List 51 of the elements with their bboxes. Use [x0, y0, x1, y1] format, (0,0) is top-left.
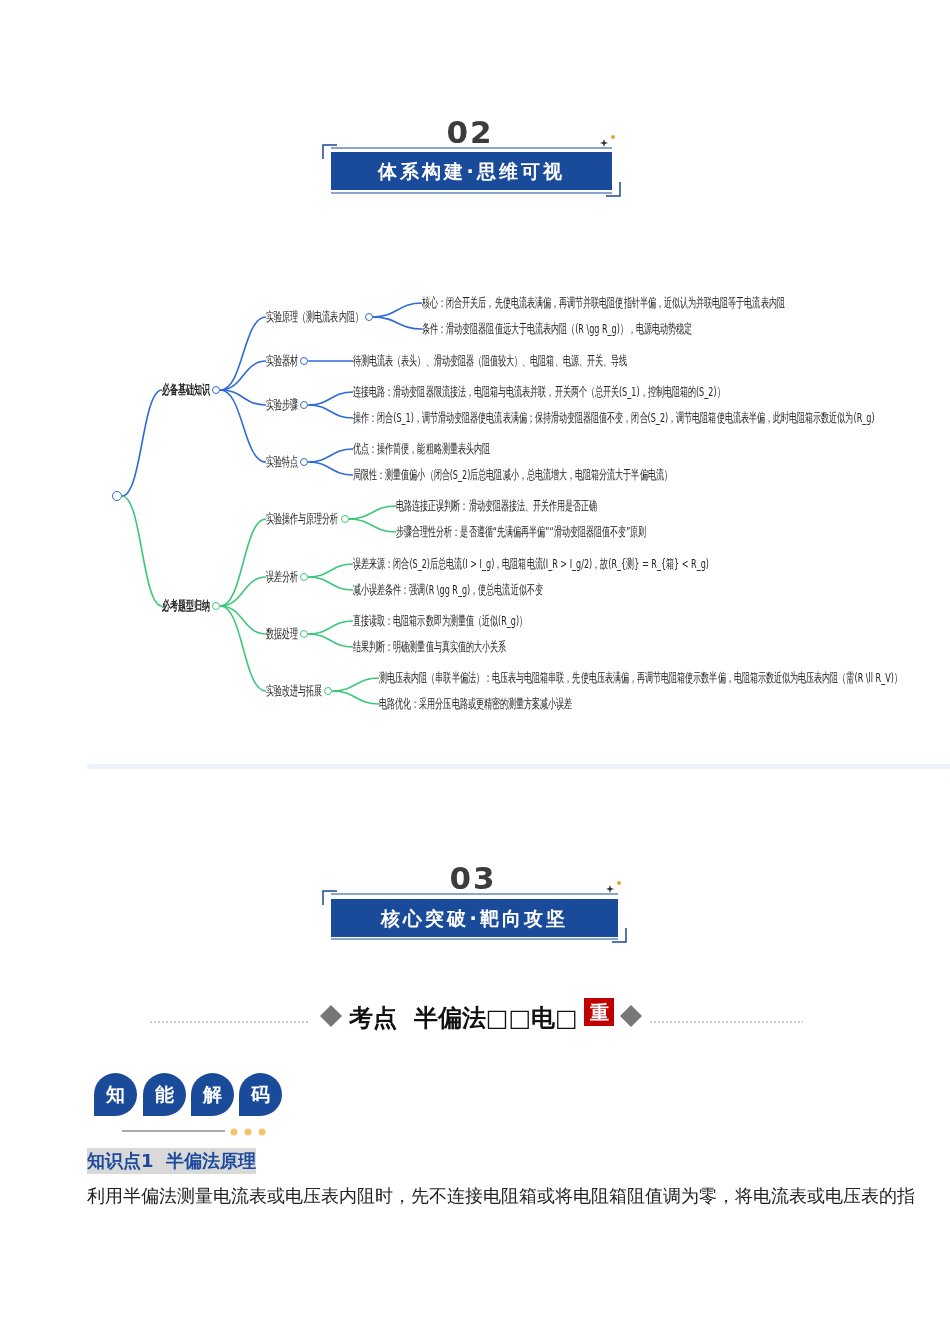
subtopic-text: 实验改进与拓展	[266, 682, 323, 700]
branch-line	[331, 690, 380, 705]
heading-tag: 能	[143, 1073, 186, 1116]
detail-text: 测电压表内阻（串联半偏法）：电压表与电阻箱串联，先使电压表满偏，再调节电阻箱使示数半偏，电阻箱示数近似为电压表内阻（需(R \ll R_V)）	[379, 669, 902, 687]
heading-tag: 解	[191, 1073, 234, 1116]
branch-topic: 必考题型归纳	[162, 597, 211, 615]
branch-line	[121, 389, 163, 497]
section-number: 02	[445, 114, 495, 150]
detail-text: 局限性：测量值偏小（闭合(S_2)后总电阻减小，总电流增大，电阻箱分流大于半偏电流）	[353, 466, 672, 484]
subtopic-text: 实验器材	[266, 352, 299, 370]
body-paragraph: 利用半偏法测量电流表或电压表内阻时，先不连接电阻箱或将电阻箱阻值调为零，将电流表或电压表的指	[87, 1185, 915, 1208]
detail-text: 结果判断：明确测量值与真实值的大小关系	[353, 638, 507, 656]
detail-text: 电路连接正误判断：滑动变阻器接法、开关作用是否正确	[396, 497, 598, 515]
branch-line	[307, 404, 354, 419]
subtopic-text: 数据处理	[266, 625, 299, 643]
topic-heading: 考点 半偏法□□电□	[349, 1003, 578, 1034]
detail-text: 直接读取：电阻箱示数即为测量值（近似(R_g)）	[353, 612, 528, 630]
branch-line	[219, 605, 267, 635]
subtopic-text: 实验步骤	[266, 396, 299, 414]
detail-text: 误差来源：闭合(S_2)后总电流(I > I_g)，电阻箱电流(I_R > I_g/2)，故(R_{测} = R_{箱} < R_g)	[353, 555, 709, 573]
branch-line	[307, 576, 354, 591]
branch-topic: 必备基础知识	[162, 381, 211, 399]
detail-text: 减小误差条件：强调(R \gg R_g)，使总电流近似不变	[353, 581, 543, 599]
detail-text: 条件：滑动变阻器阻值远大于电流表内阻（(R \gg R_g)），电源电动势稳定	[422, 320, 693, 338]
subtopic-text: 实验特点	[266, 453, 299, 471]
detail-text: 核心：闭合开关后，先使电流表满偏，再调节并联电阻使指针半偏，近似认为并联电阻等于电流表内阻	[422, 294, 785, 312]
branch-line	[219, 389, 267, 463]
subsection-heading: 知识点1 半偏法原理	[87, 1148, 257, 1174]
detail-text: 优点：操作简便，能粗略测量表头内阻	[353, 440, 490, 458]
branch-line	[307, 633, 354, 648]
detail-text: 电路优化：采用分压电路或更精密的测量方案减小误差	[379, 695, 573, 713]
subtopic-text: 实验原理（测电流表内阻）	[266, 308, 363, 326]
branch-line	[219, 605, 267, 692]
detail-text: 步骤合理性分析：是否遵循“先满偏再半偏”“滑动变阻器阻值不变”原则	[396, 523, 647, 541]
heading-tag: 码	[239, 1073, 282, 1116]
branch-line	[307, 461, 354, 476]
detail-text: 待测电流表（表头）、滑动变阻器（阻值较大）、电阻箱、电源、开关、导线	[353, 352, 628, 370]
heading-tag: 知	[94, 1073, 137, 1116]
section-banner: 核心突破·靶向攻坚	[331, 899, 618, 937]
subtopic-text: 实验操作与原理分析	[266, 510, 339, 528]
subtopic-text: 误差分析	[266, 568, 299, 586]
branch-line	[347, 518, 397, 533]
section-banner: 体系构建·思维可视	[331, 152, 612, 190]
key-point-badge: 重	[584, 998, 614, 1026]
section-number: 03	[448, 860, 498, 896]
detail-text: 操作：闭合(S_1)，调节滑动变阻器使电流表满偏；保持滑动变阻器阻值不变，闭合(S_2)，调节电阻箱使电流表半偏，此时电阻箱示数近似为(R_g)	[353, 409, 875, 427]
branch-line	[371, 316, 423, 330]
detail-text: 连接电路：滑动变阻器限流接法，电阻箱与电流表并联，开关两个（总开关(S_1)，控制电阻箱的(S_2)）	[353, 383, 725, 401]
branch-line	[121, 495, 163, 607]
branch-line	[219, 389, 267, 406]
branch-line	[307, 360, 354, 362]
